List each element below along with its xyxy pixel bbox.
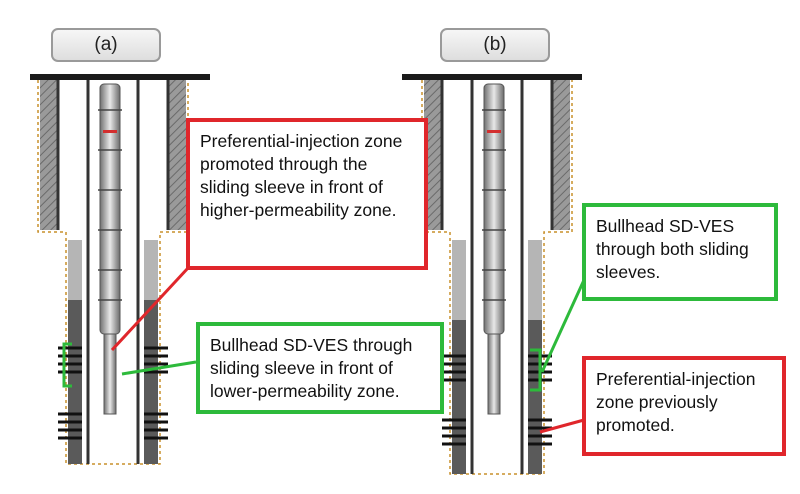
leader-green-b bbox=[540, 279, 586, 373]
panel-label-a: (a) bbox=[51, 28, 161, 62]
tool-string-a bbox=[99, 83, 121, 335]
leader-green-a bbox=[121, 360, 197, 376]
callout-b-preferential-injection: Preferential-injection zone previously p… bbox=[582, 356, 786, 456]
perforations-upper-b bbox=[442, 354, 552, 382]
perforations-lower-a bbox=[58, 412, 168, 440]
outer-casing-right-b bbox=[552, 80, 570, 230]
outer-casing-left-b bbox=[424, 80, 442, 230]
wellhead-plate-a bbox=[30, 74, 210, 80]
perforations-lower-b bbox=[442, 418, 552, 446]
panel-label-b: (b) bbox=[440, 28, 550, 62]
leader-red-a bbox=[110, 266, 190, 352]
tool-bottom-b bbox=[487, 333, 501, 415]
callout-a-preferential-injection: Preferential-injection zone promoted thr… bbox=[186, 118, 428, 270]
tool-bottom-a bbox=[103, 333, 117, 415]
leader-red-b bbox=[539, 418, 585, 434]
tool-string-b bbox=[483, 83, 505, 335]
perforations-upper-a bbox=[58, 346, 168, 374]
outer-casing-right-a bbox=[168, 80, 186, 230]
green-bracket-b bbox=[530, 348, 542, 392]
wellhead-plate-b bbox=[402, 74, 582, 80]
well-a bbox=[30, 74, 210, 465]
callout-b-bullhead: Bullhead SD-VES through both sliding sle… bbox=[582, 203, 778, 301]
callout-a-bullhead: Bullhead SD-VES through sliding sleeve i… bbox=[196, 322, 444, 414]
green-bracket-a bbox=[62, 342, 72, 388]
well-b bbox=[402, 74, 586, 475]
outer-casing-left-a bbox=[40, 80, 58, 230]
